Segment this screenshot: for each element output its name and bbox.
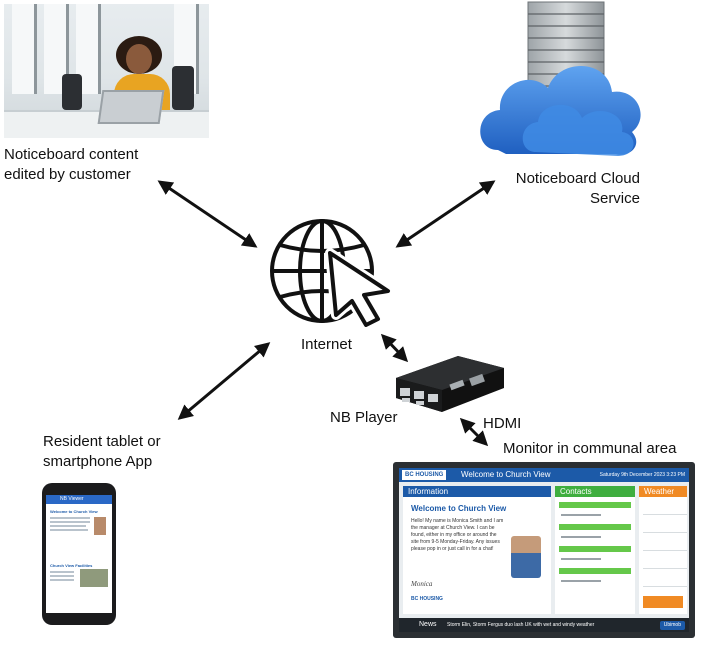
phone-facilities-photo (80, 569, 108, 587)
info-signature: Monica (411, 580, 433, 588)
cloud-server-icon (480, 1, 641, 156)
internet-globe-icon (270, 219, 392, 327)
news-label: News (419, 621, 437, 628)
phone-text-line (50, 517, 90, 519)
app-label: Resident tablet or smartphone App (43, 432, 161, 472)
news-ticker: News Storm Elin, Storm Fergus duo lash U… (399, 618, 689, 632)
phone-text-line (50, 525, 86, 527)
phone-text-line (50, 529, 88, 531)
phone-text-line (50, 579, 74, 581)
monitor-date: Saturday 9th December 2023 3:23 PM (599, 472, 685, 478)
info-title: Welcome to Church View (411, 504, 507, 513)
arrow-internet-player (380, 333, 409, 363)
office-chair (62, 74, 82, 110)
weather-row (643, 514, 687, 515)
contacts-header: Contacts (555, 486, 635, 497)
manager-photo (511, 536, 541, 578)
phone-text-line (50, 571, 74, 573)
cloud-label: Noticeboard Cloud Service (468, 169, 640, 209)
app-label-line2: smartphone App (43, 453, 153, 470)
phone-app-title: NB Viewer (60, 496, 84, 502)
monitor-logo: BC HOUSING (402, 470, 447, 480)
nb-player-device-icon (396, 356, 504, 412)
person-head (126, 44, 152, 74)
phone-text-line (50, 521, 90, 523)
player-label: NB Player (330, 409, 398, 426)
info-footer-logo: BC HOUSING (411, 596, 443, 602)
news-text: Storm Elin, Storm Fergus duo lash UK wit… (447, 622, 595, 628)
weather-header: Weather (639, 486, 687, 497)
customer-label-line2: edited by customer (4, 166, 131, 183)
contacts-panel: Contacts (555, 486, 635, 614)
communal-monitor: BC HOUSING Welcome to Church View Saturd… (393, 462, 695, 638)
arrow-internet-app (177, 342, 271, 420)
window-frame (12, 4, 37, 94)
contact-line (561, 536, 601, 538)
weather-panel: Weather (639, 486, 687, 614)
phone-heading: Welcome to Church View (50, 509, 98, 514)
phone-app-bar (46, 495, 112, 504)
weather-row (643, 532, 687, 533)
internet-label: Internet (301, 336, 352, 353)
weather-row (643, 550, 687, 551)
contact-bar (559, 502, 631, 508)
cloud-label-line2: Service (589, 190, 640, 207)
smartphone-device: NB Viewer Welcome to Church View Church … (42, 483, 116, 625)
info-header: Information (403, 486, 551, 497)
monitor-title: Welcome to Church View (461, 470, 551, 479)
phone-manager-photo (94, 517, 106, 535)
monitor-top-bar: BC HOUSING Welcome to Church View Saturd… (399, 468, 689, 482)
contact-bar (559, 546, 631, 552)
arrow-player-monitor (459, 417, 489, 447)
customer-label-line1: Noticeboard content (4, 146, 139, 163)
customer-label: Noticeboard content edited by customer (4, 145, 138, 185)
info-text: Hello! My name is Monica Smith and I am … (411, 518, 504, 552)
contact-bar (559, 568, 631, 574)
contact-line (561, 558, 601, 560)
weather-footer (643, 596, 683, 608)
hdmi-label: HDMI (483, 415, 522, 432)
window-frame (76, 4, 101, 94)
contact-line (561, 514, 601, 516)
arrow-cloud-internet (395, 180, 496, 248)
monitor-screen: BC HOUSING Welcome to Church View Saturd… (399, 468, 689, 632)
phone-section-title: Church View Facilities (50, 563, 93, 568)
office-chair (172, 66, 194, 110)
phone-screen: NB Viewer Welcome to Church View Church … (46, 495, 112, 613)
weather-row (643, 568, 687, 569)
phone-text-line (50, 575, 74, 577)
brand-badge: Ubimob (659, 621, 685, 630)
customer-office-photo (4, 4, 209, 138)
cloud-label-line1: Noticeboard Cloud (515, 170, 640, 187)
contact-line (561, 580, 601, 582)
contact-bar (559, 524, 631, 530)
app-label-line1: Resident tablet or (43, 433, 161, 450)
monitor-label: Monitor in communal area (503, 440, 677, 457)
arrow-customer-internet (157, 180, 258, 248)
info-panel: Information Welcome to Church View Hello… (403, 486, 551, 614)
weather-row (643, 586, 687, 587)
